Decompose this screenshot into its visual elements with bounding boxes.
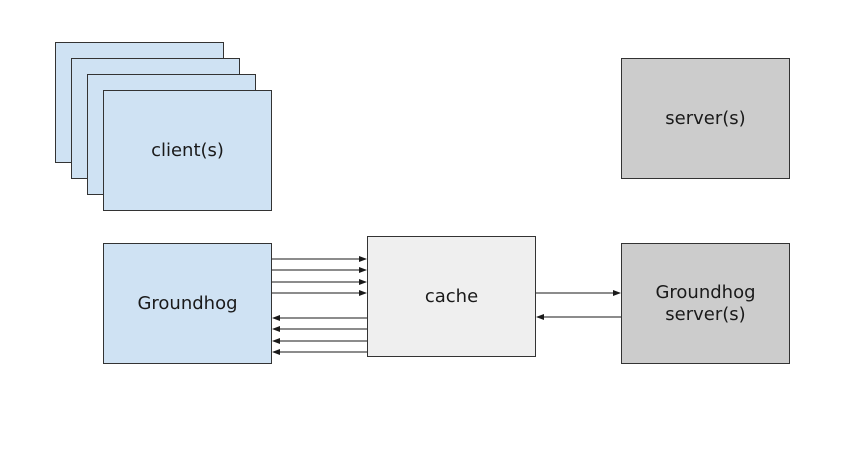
cache-box: cache (367, 236, 536, 357)
groundhog-label: Groundhog (137, 292, 238, 314)
servers-label: server(s) (665, 107, 746, 129)
groundhog-servers-box: Groundhog server(s) (621, 243, 790, 364)
groundhog-box: Groundhog (103, 243, 272, 364)
clients-box: client(s) (103, 90, 272, 211)
cache-label: cache (424, 285, 479, 307)
servers-box: server(s) (621, 58, 790, 179)
clients-label: client(s) (151, 139, 224, 161)
groundhog-servers-label: Groundhog server(s) (655, 281, 756, 325)
